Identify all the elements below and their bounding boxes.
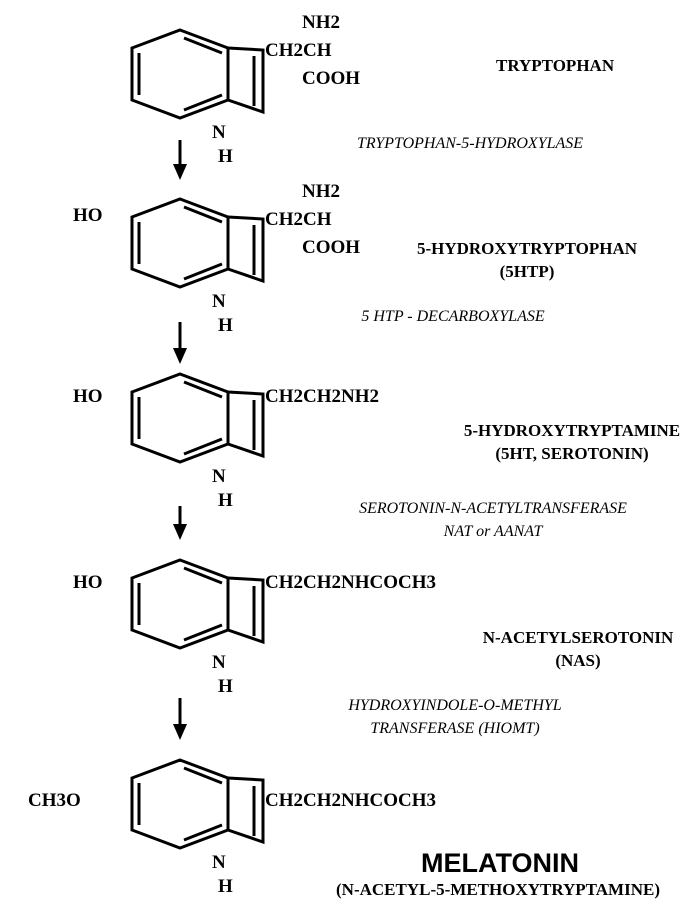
- side-chain-carboxyl-label: COOH: [302, 237, 360, 258]
- compound-name: 5-HYDROXYTRYPTAMINE: [464, 421, 680, 440]
- compound-name: TRYPTOPHAN: [496, 56, 615, 75]
- reaction-arrow-1: [173, 140, 187, 180]
- indole-ring-structure: [130, 197, 265, 289]
- enzyme-label-4: HYDROXYINDOLE-O-METHYL: [347, 697, 561, 714]
- reaction-arrow-2: [173, 322, 187, 364]
- side-chain-label: CH2CH2NHCOCH3: [265, 790, 436, 811]
- compound-melatonin: CH3O N H CH2CH2NHCOCH3 MELATONIN (N-ACET…: [28, 758, 660, 899]
- ring-hydrogen-label: H: [218, 315, 233, 336]
- ring-hydrogen-label: H: [218, 876, 233, 897]
- compound-abbreviation: (5HTP): [500, 262, 555, 281]
- side-chain-label: CH2CH: [265, 209, 332, 230]
- side-chain-amino-label: NH2: [302, 12, 340, 33]
- reaction-arrow-3: [173, 506, 187, 540]
- indole-ring-structure: [130, 28, 265, 120]
- substituent-label: HO: [73, 386, 103, 407]
- compound-name: N-ACETYLSEROTONIN: [483, 628, 674, 647]
- enzyme-label-1: TRYPTOPHAN-5-HYDROXYLASE: [357, 135, 583, 152]
- ring-hydrogen-label: H: [218, 146, 233, 167]
- reaction-arrow-4: [173, 698, 187, 740]
- enzyme-label-3-alias: NAT or AANAT: [443, 523, 544, 540]
- compound-n-acetylserotonin: HO N H CH2CH2NHCOCH3 N-ACETYLSEROTONIN (…: [73, 558, 674, 697]
- enzyme-label-3: SEROTONIN-N-ACETYLTRANSFERASE: [359, 500, 627, 517]
- ring-nitrogen-label: N: [212, 652, 226, 673]
- compound-abbreviation: (NAS): [555, 651, 600, 670]
- side-chain-carboxyl-label: COOH: [302, 68, 360, 89]
- side-chain-label: CH2CH2NH2: [265, 386, 379, 407]
- side-chain-label: CH2CH2NHCOCH3: [265, 572, 436, 593]
- compound-name: 5-HYDROXYTRYPTOPHAN: [417, 239, 638, 258]
- indole-ring-structure: [130, 558, 265, 650]
- ring-hydrogen-label: H: [218, 490, 233, 511]
- indole-ring-structure: [130, 372, 265, 464]
- ring-nitrogen-label: N: [212, 466, 226, 487]
- ring-nitrogen-label: N: [212, 291, 226, 312]
- substituent-label: CH3O: [28, 790, 81, 811]
- indole-ring-structure: [130, 758, 265, 850]
- side-chain-label: CH2CH: [265, 40, 332, 61]
- enzyme-label-2: 5 HTP - DECARBOXYLASE: [361, 308, 544, 325]
- compound-5-hydroxytryptophan: HO N H NH2 CH2CH COOH 5-HYDROXYTRYPTOPHA…: [73, 181, 638, 336]
- compound-abbreviation: (5HT, SEROTONIN): [495, 444, 648, 463]
- compound-serotonin: HO N H CH2CH2NH2 5-HYDROXYTRYPTAMINE (5H…: [73, 372, 680, 511]
- compound-tryptophan: N H NH2 CH2CH COOH TRYPTOPHAN: [130, 12, 615, 167]
- substituent-label: HO: [73, 205, 103, 226]
- ring-nitrogen-label: N: [212, 852, 226, 873]
- ring-nitrogen-label: N: [212, 122, 226, 143]
- substituent-label: HO: [73, 572, 103, 593]
- compound-full-name: (N-ACETYL-5-METHOXYTRYPTAMINE): [336, 880, 660, 899]
- ring-hydrogen-label: H: [218, 676, 233, 697]
- side-chain-amino-label: NH2: [302, 181, 340, 202]
- compound-name: MELATONIN: [421, 848, 579, 878]
- enzyme-label-4-continued: TRANSFERASE (HIOMT): [370, 720, 539, 737]
